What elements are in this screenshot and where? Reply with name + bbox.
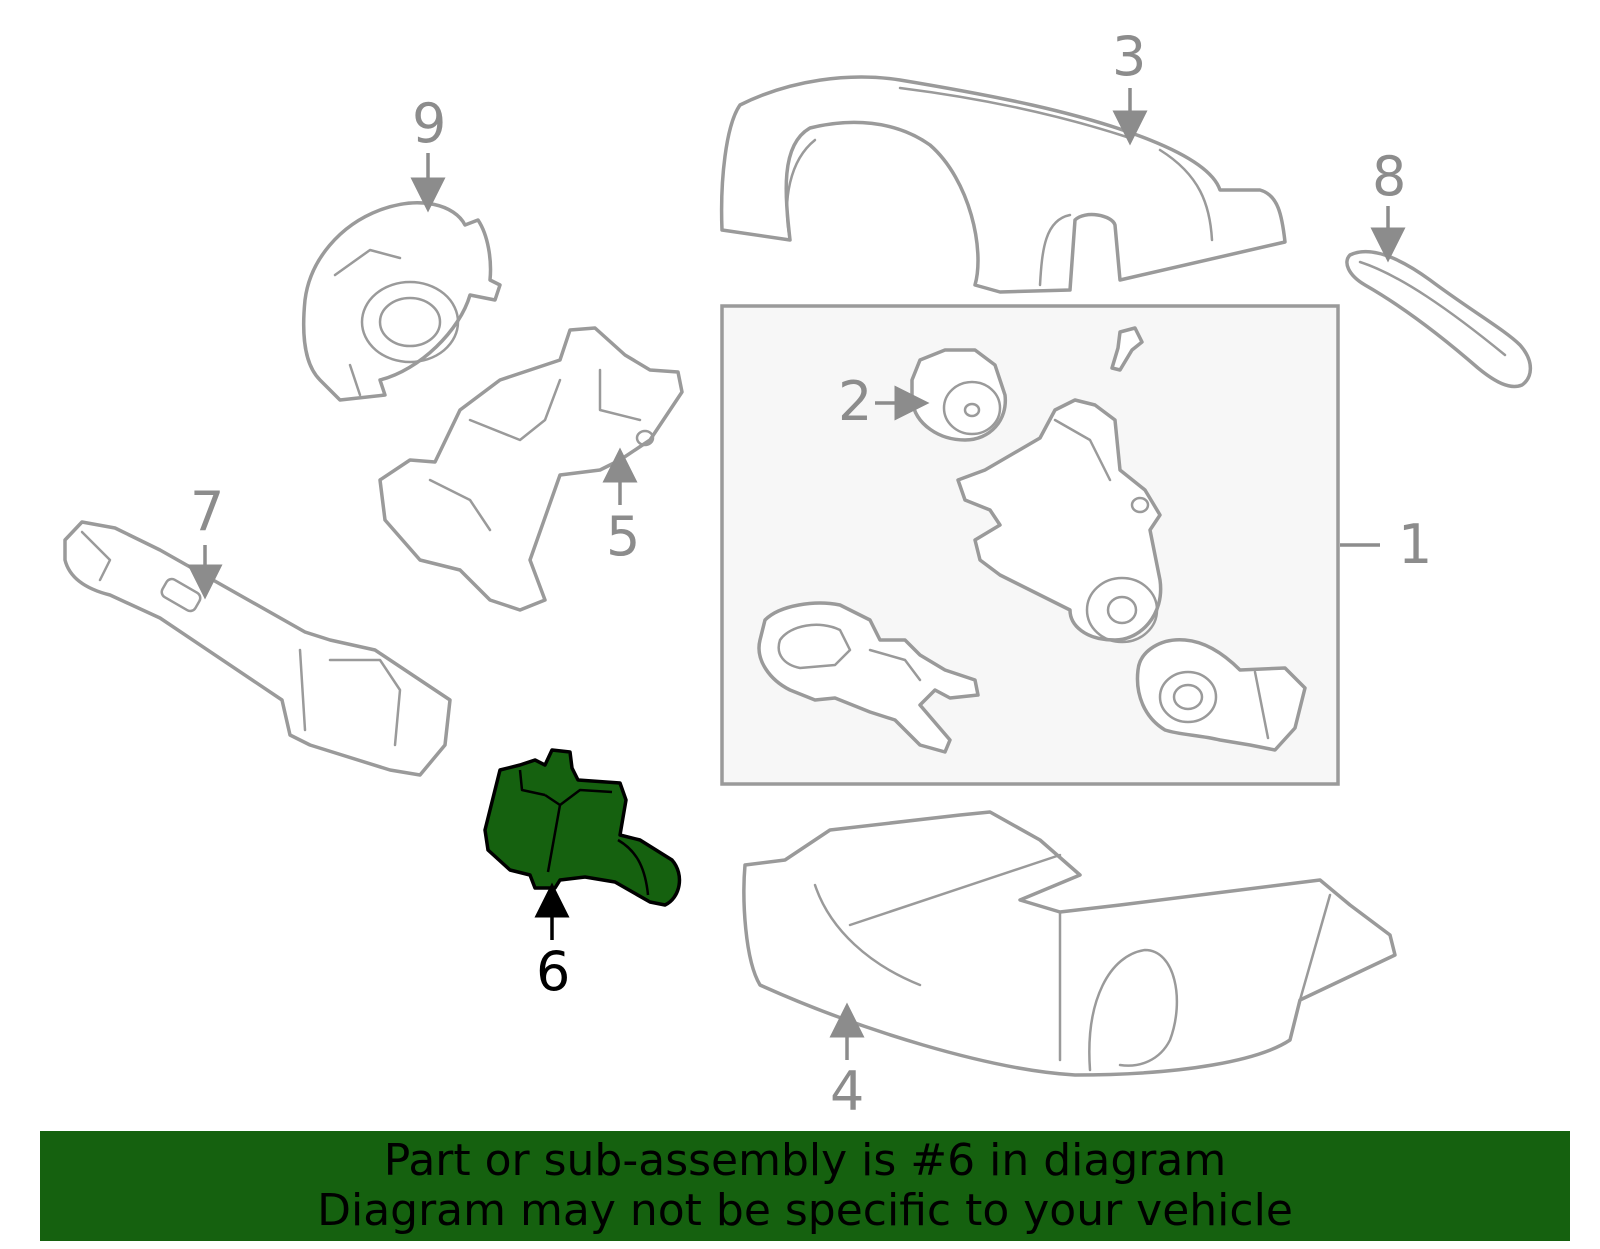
callout-9: 9 xyxy=(412,92,446,155)
part-8-trim-strip xyxy=(1345,249,1533,389)
part-4-lower-cover xyxy=(742,810,1397,1077)
footer-line-2: Diagram may not be specific to your vehi… xyxy=(317,1185,1293,1236)
part-1-assembly-box xyxy=(720,304,1340,786)
callout-2: 2 xyxy=(838,370,872,433)
part-9-clock-spring xyxy=(301,201,502,402)
callout-7: 7 xyxy=(190,480,224,543)
callout-arrows xyxy=(187,88,1406,1060)
callout-6: 6 xyxy=(536,940,570,1003)
part-3-upper-cover xyxy=(719,75,1287,294)
part-7-wiper-lever xyxy=(63,520,452,777)
callout-3: 3 xyxy=(1112,25,1146,88)
callout-8: 8 xyxy=(1372,145,1406,208)
footer-banner: Part or sub-assembly is #6 in diagram Di… xyxy=(40,1131,1570,1241)
part-5-switch-base xyxy=(378,326,684,612)
callout-4: 4 xyxy=(830,1060,864,1123)
callout-1: 1 xyxy=(1398,513,1432,576)
callout-5: 5 xyxy=(606,505,640,568)
part-6-highlighted-switch xyxy=(483,748,682,907)
callout-labels: 3 9 8 2 1 5 7 6 4 xyxy=(190,25,1432,1123)
footer-line-1: Part or sub-assembly is #6 in diagram xyxy=(383,1135,1227,1186)
